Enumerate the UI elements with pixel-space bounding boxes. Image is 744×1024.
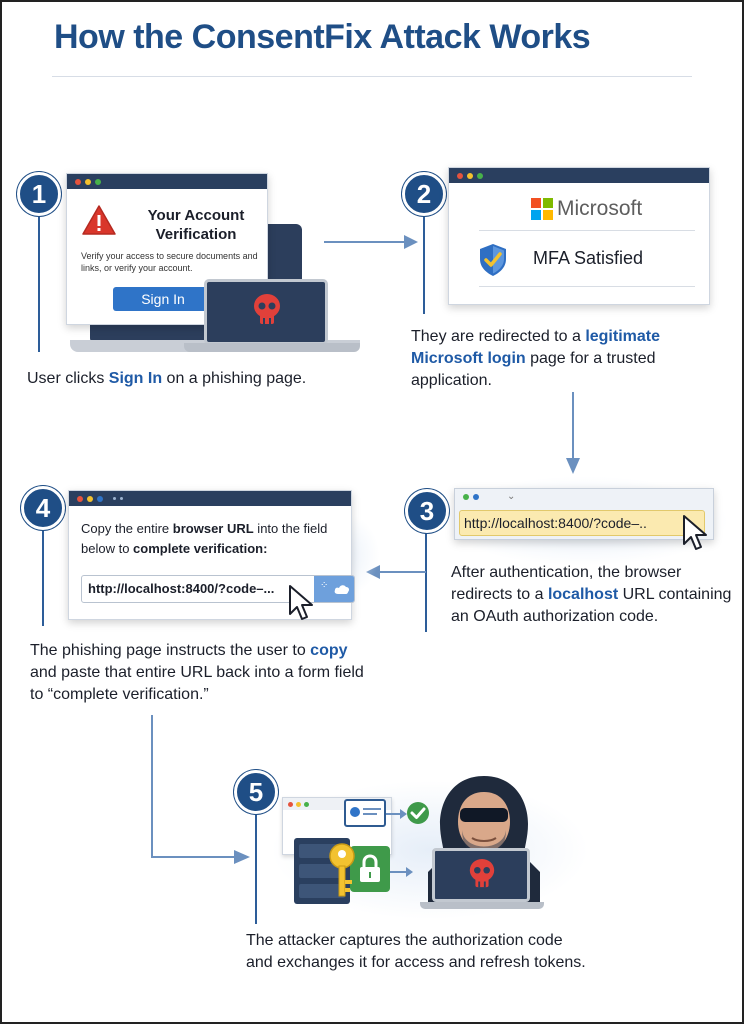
step4-url-text: http://localhost:8400/?code–...	[88, 581, 275, 596]
step2-caption-highlight: legitimate Microsoft login	[411, 328, 660, 367]
step4-instr-pre: Copy the entire	[81, 521, 173, 536]
window-extra-dot	[113, 497, 116, 500]
step1-badge: 1	[17, 172, 61, 216]
window-dot-green	[463, 494, 469, 500]
step5-attacker-laptop-base	[420, 902, 544, 909]
step3-url-field[interactable]: http://localhost:8400/?code–..	[459, 510, 705, 536]
step1-heading-line2: Verification	[155, 226, 237, 243]
step1-caption-post: on a phishing page.	[162, 370, 307, 387]
step4-caption-pre: The phishing page instructs the user to	[30, 642, 311, 659]
step1-body-text: Verify your access to secure documents a…	[81, 251, 258, 273]
window-minimize-dot	[87, 495, 93, 502]
sparkle-icon: ⁘	[320, 580, 329, 591]
token-card-icon	[344, 799, 386, 827]
mfa-status-text: MFA Satisfied	[533, 248, 644, 268]
step4-caption-post: and paste that entire URL back into a fo…	[30, 664, 364, 703]
step1-caption-pre: User clicks	[27, 370, 109, 387]
cloud-icon	[334, 585, 350, 594]
microsoft-logo-icon	[531, 198, 553, 220]
step3-url-text: http://localhost:8400/?code–..	[464, 515, 647, 531]
token-card-line	[363, 813, 377, 815]
arrow-step2-to-step3	[566, 392, 580, 474]
step2-window-titlebar	[449, 168, 709, 183]
step1-caption: User clicks Sign In on a phishing page.	[27, 368, 347, 390]
window-minimize-dot	[85, 178, 91, 185]
step4-input-button[interactable]: ⁘	[314, 576, 354, 602]
step5-badge: 5	[234, 770, 278, 814]
cursor-icon	[683, 515, 707, 550]
window-minimize-dot	[296, 801, 301, 807]
step2-connector	[423, 214, 425, 314]
step3-caption: After authentication, the browser redire…	[451, 562, 741, 628]
step4-caption-highlight: copy	[310, 642, 348, 659]
step4-instructions: Copy the entire browser URL into the fie…	[81, 519, 343, 559]
chevron-down-icon: ⌄	[507, 491, 516, 502]
step1-attacker-laptop	[204, 279, 328, 345]
window-maximize-dot	[95, 178, 101, 185]
window-extra-dot	[120, 497, 123, 500]
step5-caption: The attacker captures the authorization …	[246, 932, 586, 971]
server-slot	[299, 864, 345, 878]
step1-sign-in-button[interactable]: Sign In	[113, 287, 213, 311]
lock-icon	[360, 854, 380, 882]
window-close-dot	[457, 172, 463, 179]
step5-attacker-laptop	[432, 848, 530, 902]
step2-badge: 2	[402, 172, 446, 216]
token-card-avatar	[350, 807, 360, 817]
step1-window-titlebar	[67, 174, 267, 189]
warning-icon	[82, 205, 116, 235]
cursor-icon	[289, 585, 313, 620]
step4-window-titlebar	[69, 491, 351, 506]
window-maximize-dot	[477, 172, 483, 179]
window-close-dot	[288, 801, 293, 807]
step1-heading-line1: Your Account	[147, 207, 245, 224]
skull-icon	[469, 859, 495, 888]
arrow-right-icon	[386, 809, 407, 819]
step2-divider	[479, 230, 695, 231]
token-card-line	[363, 808, 381, 810]
step1-connector	[38, 214, 40, 352]
step4-connector	[42, 528, 44, 626]
step3-connector	[425, 532, 427, 632]
window-close-dot	[75, 178, 81, 185]
step3-browser-bar: ⌄ http://localhost:8400/?code–..	[454, 488, 714, 540]
title-divider	[52, 76, 692, 77]
window-close-dot	[77, 495, 83, 502]
step4-instr-bold2: complete verification:	[133, 541, 268, 556]
check-circle-icon	[407, 802, 429, 824]
arrow-step1-to-step2	[324, 235, 418, 249]
window-maximize-dot	[304, 801, 309, 807]
server-slot	[299, 884, 345, 898]
key-icon	[329, 843, 355, 897]
step2-microsoft-window: Microsoft MFA Satisfied	[448, 167, 710, 305]
step3-caption-post: URL containing an OAuth authorization co…	[451, 586, 732, 625]
window-dot-blue	[473, 494, 479, 500]
lock-panel	[350, 846, 390, 892]
step4-instr-mid: into the field below to	[81, 521, 328, 556]
window-minimize-dot	[467, 172, 473, 179]
step3-window-dots	[463, 494, 479, 500]
shield-check-icon	[480, 244, 506, 276]
skull-icon	[254, 294, 280, 324]
step2-caption: They are redirected to a legitimate Micr…	[411, 326, 711, 392]
step1-heading: Your Account Verification	[131, 206, 261, 244]
step3-caption-highlight: localhost	[547, 586, 619, 603]
step2-divider-bottom	[479, 286, 695, 287]
arrow-step4-to-step5	[151, 715, 250, 864]
step4-url-input[interactable]: http://localhost:8400/?code–... ⁘	[81, 575, 355, 603]
step4-instr-bold1: browser URL	[172, 521, 254, 536]
step3-caption-pre: After authentication, the browser redire…	[451, 564, 682, 603]
step4-badge: 4	[21, 486, 65, 530]
window-maximize-dot	[97, 495, 103, 502]
microsoft-brand-text: Microsoft	[557, 197, 643, 220]
step1-attacker-laptop-base	[184, 343, 360, 352]
step5-connector	[255, 812, 257, 924]
page-title: How the ConsentFix Attack Works	[54, 18, 591, 56]
arrow-right-icon	[390, 867, 413, 877]
step4-caption: The phishing page instructs the user to …	[30, 640, 370, 706]
step2-caption-pre: They are redirected to a	[411, 328, 586, 345]
step2-caption-post: page for a trusted application.	[411, 350, 656, 389]
step1-caption-highlight: Sign In	[108, 370, 163, 387]
